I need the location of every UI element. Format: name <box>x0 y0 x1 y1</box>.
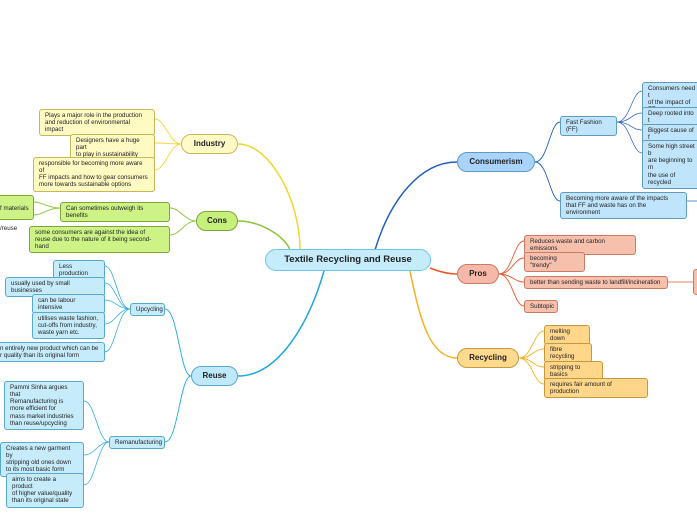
remanufacturing-item[interactable]: Creates a new garment by stripping old o… <box>0 442 84 477</box>
recycling-item[interactable]: fibre recycling <box>544 343 592 364</box>
cons-subitem[interactable]: f materials /reuse <box>0 195 34 232</box>
pros-item[interactable]: better than sending waste to landfill/in… <box>524 276 668 290</box>
fast-fashion-item[interactable]: Deep rooted into t <box>642 107 697 128</box>
upcycling-item[interactable]: n entirely new product which can be r qu… <box>0 342 105 363</box>
pros-item[interactable]: Subtopic <box>524 300 558 314</box>
link-root-reuse <box>237 270 325 377</box>
link-root-cons <box>237 220 291 251</box>
upcycling-item[interactable]: utilises waste fashion, cut-offs from in… <box>32 312 105 340</box>
industry-item[interactable]: responsible for becoming more aware of F… <box>33 157 155 192</box>
cons-subitem-text: f materials <box>0 205 29 213</box>
upcycling-node[interactable]: Upcycling <box>130 303 165 317</box>
consumerism-item[interactable]: Becoming more aware of the impacts that … <box>560 192 687 220</box>
topic-consumerism[interactable]: Consumerism <box>457 152 535 172</box>
topic-pros[interactable]: Pros <box>457 264 499 284</box>
upcycling-item[interactable]: Less production <box>53 260 105 281</box>
remanufacturing-item[interactable]: aims to create a product of higher value… <box>6 473 84 508</box>
topic-cons[interactable]: Cons <box>196 211 238 231</box>
industry-item[interactable]: Plays a major role in the production and… <box>39 109 155 137</box>
link-root-industry <box>237 143 301 251</box>
fast-fashion-item[interactable]: Some high street b are beginning to m th… <box>642 140 697 189</box>
topic-reuse[interactable]: Reuse <box>191 366 238 386</box>
root-topic[interactable]: Textile Recycling and Reuse <box>265 249 431 271</box>
recycling-item[interactable]: requires fair amount of production <box>544 378 648 399</box>
upcycling-item[interactable]: usually used by small businesses <box>5 277 105 298</box>
link-root-recycling <box>409 270 458 359</box>
remanufacturing-item[interactable]: Pammi Sinha argues that Remanufacturing … <box>4 381 84 430</box>
link-root-pros <box>429 267 458 275</box>
topic-recycling[interactable]: Recycling <box>457 348 519 368</box>
cons-subitem-text: /reuse <box>0 225 18 233</box>
pros-item[interactable]: becoming "trendy" <box>524 252 585 273</box>
industry-item[interactable]: Designers have a huge part to play in su… <box>70 134 155 162</box>
link-root-consumerism <box>374 161 458 251</box>
remanufacturing-node[interactable]: Remanufacturing <box>109 436 165 450</box>
fast-fashion-node[interactable]: Fast Fashion (FF) <box>560 116 617 137</box>
fast-fashion-item[interactable]: Biggest cause of f <box>642 124 697 145</box>
cons-item[interactable]: Can sometimes outweigh its benefits <box>60 202 170 223</box>
cons-item[interactable]: some consumers are against the idea of r… <box>29 226 170 254</box>
pros-item[interactable]: Reduces waste and carbon emissions <box>524 235 636 256</box>
topic-industry[interactable]: Industry <box>181 134 238 154</box>
pros-subitem[interactable] <box>693 269 697 295</box>
